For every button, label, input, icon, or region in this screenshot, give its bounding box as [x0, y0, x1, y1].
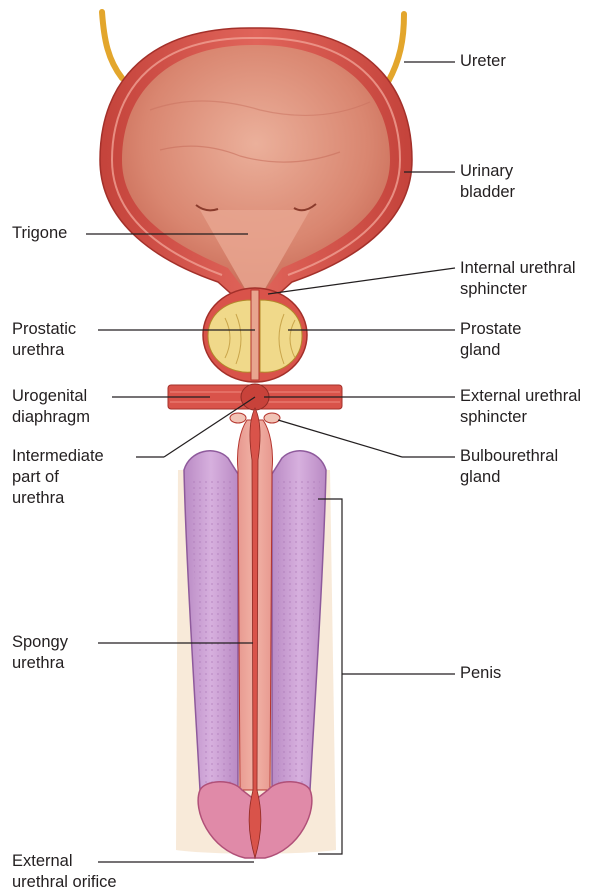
left-ureter — [102, 12, 122, 78]
prostatic-urethra — [251, 290, 259, 380]
label-intermediate-part-of-urethra: Intermediate part of urethra — [12, 446, 104, 509]
right-ureter — [388, 14, 404, 82]
label-urogenital-diaphragm: Urogenital diaphragm — [12, 386, 90, 428]
bulbourethral-gland-left — [230, 413, 246, 423]
label-external-urethral-orifice: External urethral orifice — [12, 851, 117, 893]
label-ureter: Ureter — [460, 51, 506, 72]
bulbourethral-gland-right — [264, 413, 280, 423]
label-prostate-gland: Prostate gland — [460, 319, 521, 361]
label-penis: Penis — [460, 663, 501, 684]
label-spongy-urethra: Spongy urethra — [12, 632, 68, 674]
label-urinary-bladder: Urinary bladder — [460, 161, 515, 203]
label-internal-urethral-sphincter: Internal urethral sphincter — [460, 258, 576, 300]
label-external-urethral-sphincter: External urethral sphincter — [460, 386, 581, 428]
label-bulbourethral-gland: Bulbourethral gland — [460, 446, 558, 488]
label-prostatic-urethra: Prostatic urethra — [12, 319, 76, 361]
label-trigone: Trigone — [12, 223, 67, 244]
